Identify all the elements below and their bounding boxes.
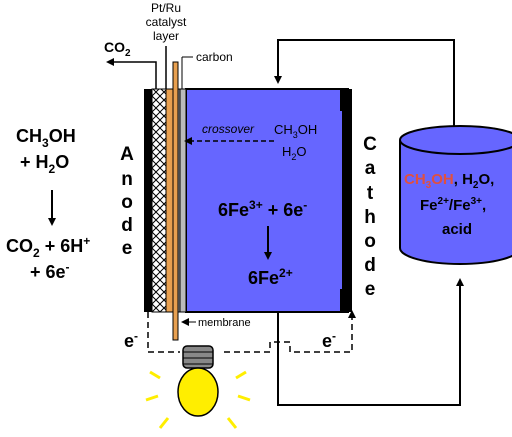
light-bulb-icon: [145, 345, 251, 429]
anode-letter: d: [121, 215, 133, 236]
co2-outlet-label: CO2: [104, 39, 131, 59]
anode-diffusion-layer-hatch: [152, 89, 166, 312]
crossover-label: crossover: [202, 122, 255, 136]
cathode-reaction-line1: 6Fe3+ + 6e-: [218, 198, 307, 220]
tank-return-loop: [274, 39, 455, 146]
catalyst-label-line2: catalyst: [146, 15, 187, 29]
catalyst-strip: [172, 61, 179, 341]
anode-letter: e: [122, 238, 133, 259]
anode-reaction-line1: CH3OH: [16, 126, 76, 150]
co2-outlet-arrow: [106, 58, 157, 89]
electron-label-right: e-: [322, 329, 336, 351]
cathode-letter: C: [363, 134, 377, 155]
anode-letter: A: [120, 144, 134, 165]
tank-line3: acid: [442, 221, 472, 238]
cathode-letter: d: [364, 255, 376, 276]
cathode-port-top: [340, 89, 352, 111]
cathode-letter: a: [365, 158, 376, 179]
anode-letter: o: [121, 192, 133, 213]
catalyst-label-line3: layer: [153, 29, 179, 43]
external-circuit-left: [147, 312, 180, 353]
cathode-current-collector: [342, 89, 352, 312]
carbon-layer: [179, 88, 187, 313]
external-circuit-right: [224, 310, 356, 353]
anode-letter: n: [121, 169, 133, 190]
cathode-reaction-line2: 6Fe2+: [248, 266, 293, 288]
cathode-letter: o: [364, 231, 376, 252]
carbon-label: carbon: [196, 50, 233, 64]
cathode-letter: h: [364, 207, 376, 228]
electrolyte-tank: [399, 140, 512, 265]
cathode-chamber: [185, 88, 349, 313]
anode-label: A n o d e: [120, 144, 134, 259]
cathode-label: C a t h o d e: [363, 134, 377, 300]
anode-current-collector: [144, 89, 152, 312]
electron-label-left: e-: [124, 329, 138, 351]
anode-reaction-line2: + H2O: [20, 152, 69, 176]
electrolyte-tank-top: [399, 125, 512, 155]
cathode-port-bottom: [340, 289, 352, 311]
crossover-ch3oh: CH3OH: [274, 122, 317, 140]
crossover-h2o: H2O: [282, 144, 307, 162]
tank-line1: CH3OH, H2O,: [404, 171, 494, 191]
membrane-label: membrane: [198, 317, 251, 329]
cathode-letter: e: [365, 279, 376, 300]
tank-line2: Fe2+/Fe3+,: [420, 196, 486, 214]
catalyst-label-line1: Pt/Ru: [151, 1, 181, 15]
cathode-letter: t: [367, 183, 374, 204]
tank-feed-loop: [277, 278, 464, 406]
anode-reaction-line4: + 6e-: [30, 260, 70, 282]
anode-reaction-line3: CO2 + 6H+: [6, 234, 90, 260]
